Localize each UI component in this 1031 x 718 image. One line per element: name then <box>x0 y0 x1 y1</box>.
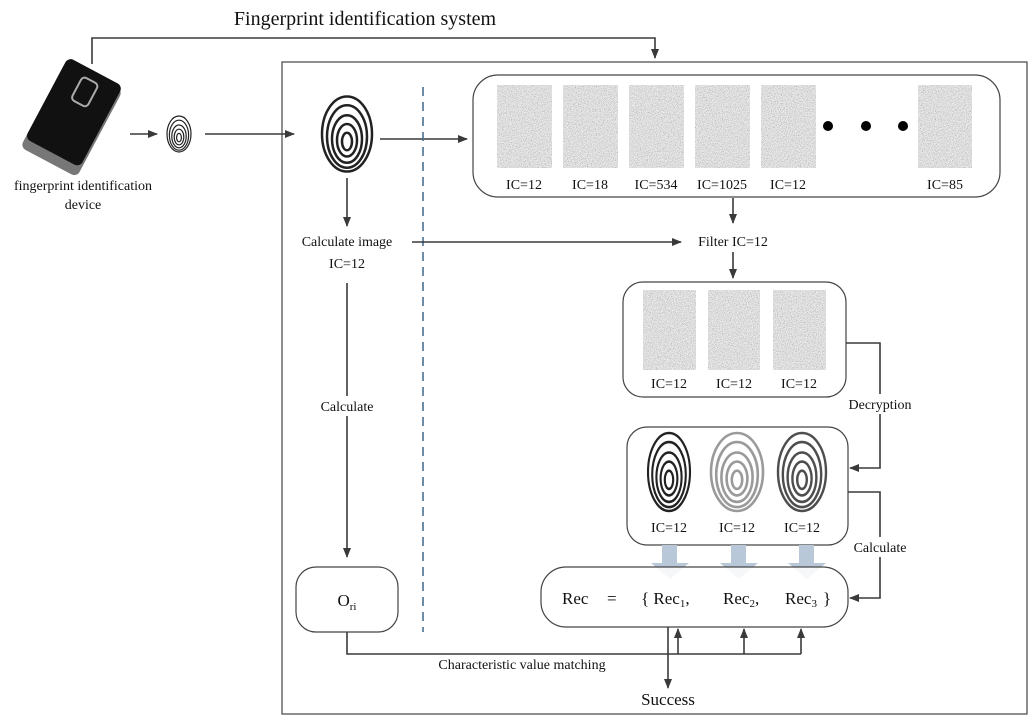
ic-label: IC=12 <box>781 377 817 392</box>
ic-label: IC=18 <box>572 178 608 193</box>
encrypted-image <box>497 85 552 168</box>
success-label: Success <box>641 690 695 709</box>
filter-label: Filter IC=12 <box>698 235 768 250</box>
filtered-image <box>643 290 696 370</box>
ic-label: IC=12 <box>770 178 806 193</box>
device-to-system-connector <box>91 37 659 64</box>
encrypted-image <box>695 85 750 168</box>
rec-3: Rec3} <box>785 589 831 610</box>
ori-label: Ori <box>337 591 356 613</box>
calculate-image-ic: IC=12 <box>329 257 365 272</box>
device-label-line2: device <box>65 198 102 213</box>
ic-label: IC=534 <box>635 178 678 193</box>
captured-fingerprint-icon <box>166 115 192 153</box>
encrypted-image <box>918 85 972 168</box>
ellipsis-dot <box>861 121 871 131</box>
rec-1: { Rec1, <box>641 589 690 610</box>
rec-2: Rec2, <box>723 589 759 610</box>
decryption-label: Decryption <box>849 398 912 413</box>
matching-label: Characteristic value matching <box>438 658 605 673</box>
encrypted-image <box>629 85 684 168</box>
calculate-image-label: Calculate image <box>302 235 393 250</box>
system-frame <box>281 61 1028 715</box>
ic-label: IC=12 <box>651 521 687 536</box>
device-label-line1: fingerprint identification <box>14 179 152 194</box>
rec-lhs: Rec <box>562 589 589 608</box>
ic-label: IC=12 <box>719 521 755 536</box>
encrypted-image <box>761 85 816 168</box>
ic-label: IC=85 <box>927 178 963 193</box>
filtered-image <box>708 290 760 370</box>
rec-formula: Rec = { Rec1, Rec2, Rec3} <box>562 589 831 610</box>
diagram-title: Fingerprint identification system <box>234 8 497 30</box>
filtered-image <box>773 290 826 370</box>
matching-connector <box>346 632 801 655</box>
calculate-right-label: Calculate <box>854 541 907 556</box>
ellipsis-dot <box>898 121 908 131</box>
encrypted-images <box>497 85 972 168</box>
rec-box <box>540 566 849 628</box>
ic-label: IC=12 <box>784 521 820 536</box>
rec-equals: = <box>607 589 617 608</box>
ic-label: IC=12 <box>716 377 752 392</box>
fingerprint-device-image <box>22 59 121 176</box>
input-fingerprint-icon <box>320 95 374 173</box>
ic-label: IC=12 <box>651 377 687 392</box>
ellipsis-dot <box>823 121 833 131</box>
calculate-left-label: Calculate <box>321 400 374 415</box>
ic-label: IC=1025 <box>697 178 747 193</box>
ic-label: IC=12 <box>506 178 542 193</box>
encrypted-image <box>563 85 618 168</box>
